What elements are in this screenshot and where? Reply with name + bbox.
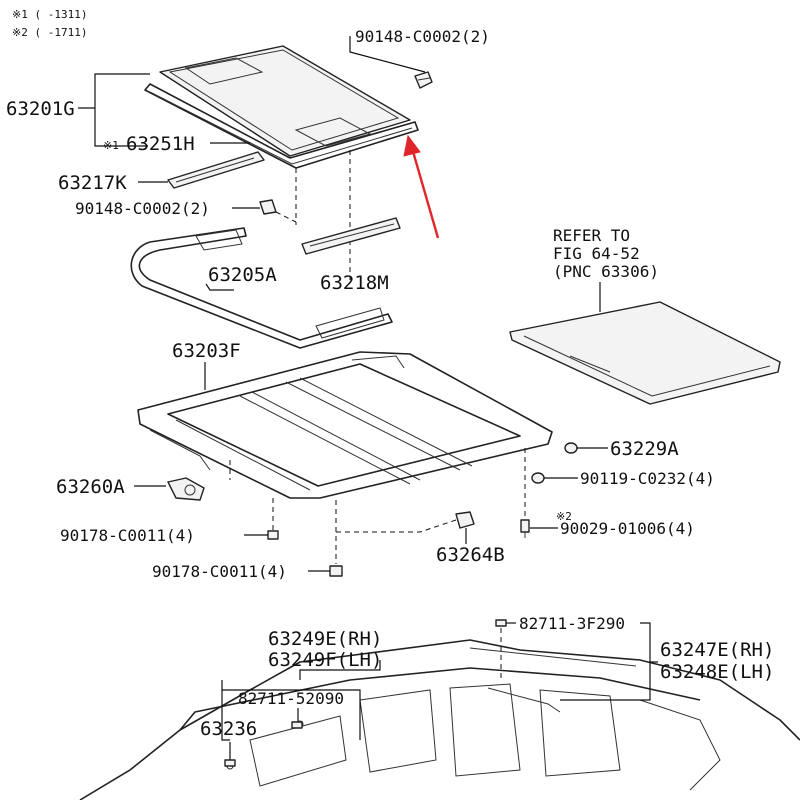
- screw-90148-mid: [259, 199, 277, 215]
- label-63264b: 63264B: [436, 544, 505, 566]
- clip-63236: [224, 759, 236, 767]
- label-82711-52090: 82711-52090: [238, 689, 344, 708]
- nut-90178-a: [267, 530, 279, 540]
- note-2: ※2 ( -1711): [12, 26, 87, 39]
- note-marker-1: ※1: [103, 139, 119, 152]
- bracket-63264b: [455, 511, 475, 529]
- highlight-arrow: [403, 134, 440, 239]
- label-90119-c0232: 90119-C0232(4): [580, 469, 715, 488]
- label-90029-01006: 90029-01006(4): [560, 519, 695, 538]
- screw-90029: [520, 519, 530, 538]
- label-90178-c0011-a: 90178-C0011(4): [60, 526, 195, 545]
- label-63247e: 63247E(RH): [660, 639, 774, 661]
- label-82711-3f290: 82711-3F290: [519, 614, 625, 633]
- label-63205a: 63205A: [208, 264, 277, 286]
- bracket-82711-52090: [221, 680, 361, 740]
- note-1: ※1 ( -1311): [12, 8, 87, 21]
- clip-82711-52090: [291, 721, 303, 729]
- label-63229a: 63229A: [610, 438, 679, 460]
- refer-line-3: (PNC 63306): [553, 262, 659, 281]
- label-63249f: 63249F(LH): [268, 649, 382, 671]
- label-63218m: 63218M: [320, 272, 389, 294]
- drip-channel-63205a: [130, 227, 393, 349]
- label-63203f: 63203F: [172, 340, 241, 362]
- deflector-rail-63218m: [301, 217, 401, 255]
- note-marker-2: ※2: [556, 510, 572, 523]
- leader-63249: [299, 660, 381, 680]
- bracket-63201g: [94, 73, 150, 147]
- sunroof-housing-frame-63203f: [137, 351, 553, 499]
- label-63249e: 63249E(RH): [268, 628, 382, 650]
- motor-63260a: [167, 477, 205, 501]
- label-90148-c0002-top: 90148-C0002(2): [355, 27, 490, 46]
- sunshade-panel: [509, 301, 781, 405]
- bracket-63247e: [560, 622, 651, 701]
- deflector-rail-63217k: [167, 151, 265, 189]
- guide-line-8: [336, 519, 457, 533]
- leader-90148-top: [349, 36, 426, 73]
- label-90148-c0002-mid: 90148-C0002(2): [75, 199, 210, 218]
- vehicle-outline: [79, 639, 800, 801]
- leader-63236-a: [221, 690, 230, 741]
- sunroof-glass-panel: [159, 45, 411, 157]
- label-63251h: 63251H: [126, 133, 195, 155]
- label-63217k: 63217K: [58, 172, 127, 194]
- refer-line-1: REFER TO: [553, 226, 630, 245]
- nut-90178-b: [329, 565, 343, 577]
- label-63236: 63236: [200, 718, 257, 740]
- leader-63205a: [205, 283, 234, 291]
- label-63260a: 63260A: [56, 476, 125, 498]
- clip-82711-3f290: [495, 619, 507, 627]
- cap-63229a: [564, 442, 578, 454]
- label-63248e: 63248E(LH): [660, 661, 774, 683]
- bolt-90119: [531, 472, 545, 484]
- label-63201g: 63201G: [6, 98, 75, 120]
- guide-line-3: [275, 211, 297, 223]
- screw-90148-top: [414, 71, 433, 89]
- refer-line-2: FIG 64-52: [553, 244, 640, 263]
- label-90178-c0011-b: 90178-C0011(4): [152, 562, 287, 581]
